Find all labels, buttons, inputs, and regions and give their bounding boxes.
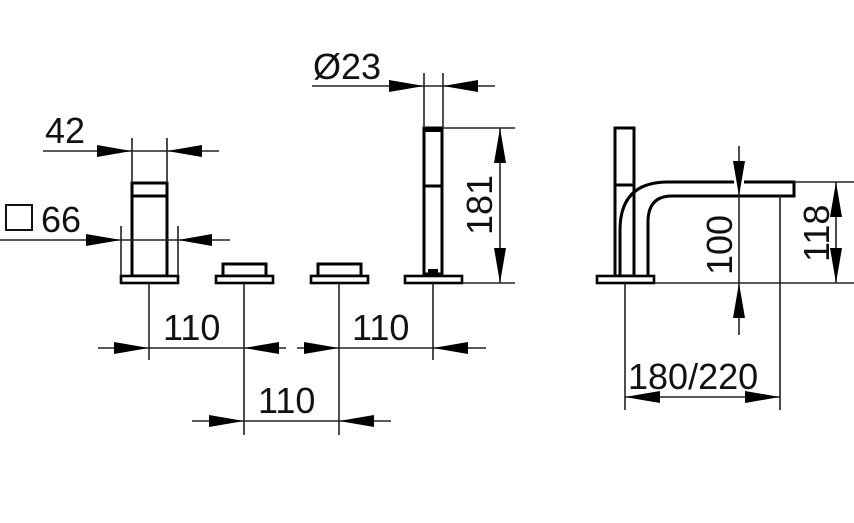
arrow-down-icon (494, 248, 506, 283)
dim-label-100: 100 (699, 215, 740, 275)
valve-cap-1 (214, 262, 275, 285)
dim-label-110-left: 110 (163, 307, 220, 348)
dim-spout-projection: 180/220 (624, 196, 781, 410)
arrow-right-icon (86, 234, 121, 246)
arrow-up-icon (494, 128, 506, 163)
arrow-up-icon (733, 283, 745, 318)
arrow-left-icon (443, 80, 478, 92)
dim-label-180-220: 180/220 (628, 356, 758, 397)
dim-shower-height: 181 (443, 127, 515, 284)
arrow-left-icon (167, 145, 202, 157)
dim-spacing-left: 110 (98, 283, 286, 435)
dim-spout-total-height: 118 (654, 181, 854, 284)
arrow-right-icon (209, 415, 244, 427)
dim-shower-diameter: Ø23 (312, 46, 495, 128)
arrow-down-icon (830, 248, 842, 283)
dim-handle-width: 42 (43, 110, 219, 183)
arrow-right-icon (389, 80, 424, 92)
arrow-left-icon (244, 342, 279, 354)
arrow-left-icon (433, 342, 468, 354)
spout-component (595, 126, 796, 285)
hand-shower-component (403, 126, 464, 285)
arrow-down-icon (733, 161, 745, 196)
dim-label-181: 181 (459, 175, 500, 235)
arrow-right-icon (97, 145, 132, 157)
dim-spacing-middle: 110 (192, 380, 391, 427)
dim-label-42: 42 (45, 110, 85, 151)
arrow-up-icon (830, 182, 842, 217)
handle-rosette (119, 274, 180, 285)
arrow-right-icon (114, 342, 149, 354)
dim-label-118: 118 (796, 205, 837, 262)
dim-label-diameter-23: Ø23 (313, 46, 381, 87)
dim-spacing-right: 110 (297, 283, 486, 435)
handle-component (119, 181, 180, 285)
dim-rosette-square: 66 (0, 199, 230, 276)
arrow-left-icon (625, 391, 660, 403)
valve-cap-2 (309, 262, 370, 285)
arrow-right-icon (304, 342, 339, 354)
arrow-left-icon (178, 234, 212, 246)
dim-label-66: 66 (41, 199, 81, 240)
dim-spout-outlet-height: 100 (699, 146, 745, 335)
arrow-left-icon (339, 415, 374, 427)
square-symbol-icon (5, 204, 33, 231)
arrow-right-icon (745, 391, 780, 403)
dim-label-110-middle: 110 (258, 380, 315, 421)
dim-label-110-right: 110 (352, 307, 409, 348)
